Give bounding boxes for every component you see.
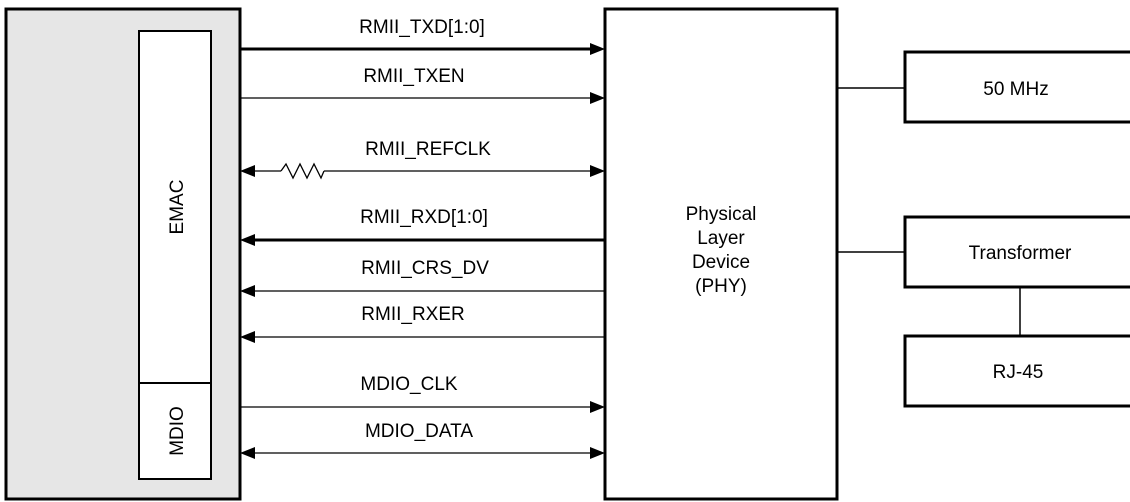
phy-label-line-1: Physical	[686, 204, 757, 225]
transformer-block	[903, 215, 1130, 289]
clock-block	[903, 50, 1130, 124]
rj45-label: RJ-45	[993, 362, 1044, 383]
signal-label-crsdv: RMII_CRS_DV	[361, 258, 489, 279]
arrowhead-mdioclk-phy	[590, 401, 605, 413]
rj45-block	[903, 334, 1130, 408]
arrowhead-rxd-emac	[240, 234, 255, 246]
signal-label-rxd: RMII_RXD[1:0]	[360, 207, 488, 228]
transformer-label: Transformer	[969, 243, 1072, 264]
signal-label-mdiodata: MDIO_DATA	[365, 421, 473, 442]
arrowhead-refclk-emac	[240, 165, 255, 177]
clock-label: 50 MHz	[983, 79, 1048, 100]
emac-module	[138, 30, 212, 384]
arrowhead-mdiodata-emac	[240, 447, 255, 459]
arrowhead-mdiodata-phy	[590, 447, 605, 459]
phy-label-line-4: (PHY)	[695, 276, 747, 297]
mdio-module	[138, 382, 212, 480]
signal-label-txd: RMII_TXD[1:0]	[359, 17, 485, 38]
signal-label-mdioclk: MDIO_CLK	[360, 374, 457, 395]
signal-label-txen: RMII_TXEN	[363, 66, 464, 87]
arrowhead-rxer-emac	[240, 331, 255, 343]
phy-block	[603, 7, 839, 501]
arrowhead-txen-phy	[590, 92, 605, 104]
signal-label-rxer: RMII_RXER	[361, 304, 464, 325]
arrowhead-refclk-phy	[590, 165, 605, 177]
arrowhead-txd-phy	[590, 43, 605, 55]
phy-label-line-3: Device	[692, 252, 750, 273]
signal-label-refclk: RMII_REFCLK	[365, 139, 491, 160]
mdio-label: MDIO	[167, 406, 188, 456]
phy-label-line-2: Layer	[697, 228, 745, 249]
resistor-symbol	[280, 162, 325, 180]
emac-label: EMAC	[167, 180, 188, 235]
arrowhead-crsdv-emac	[240, 285, 255, 297]
